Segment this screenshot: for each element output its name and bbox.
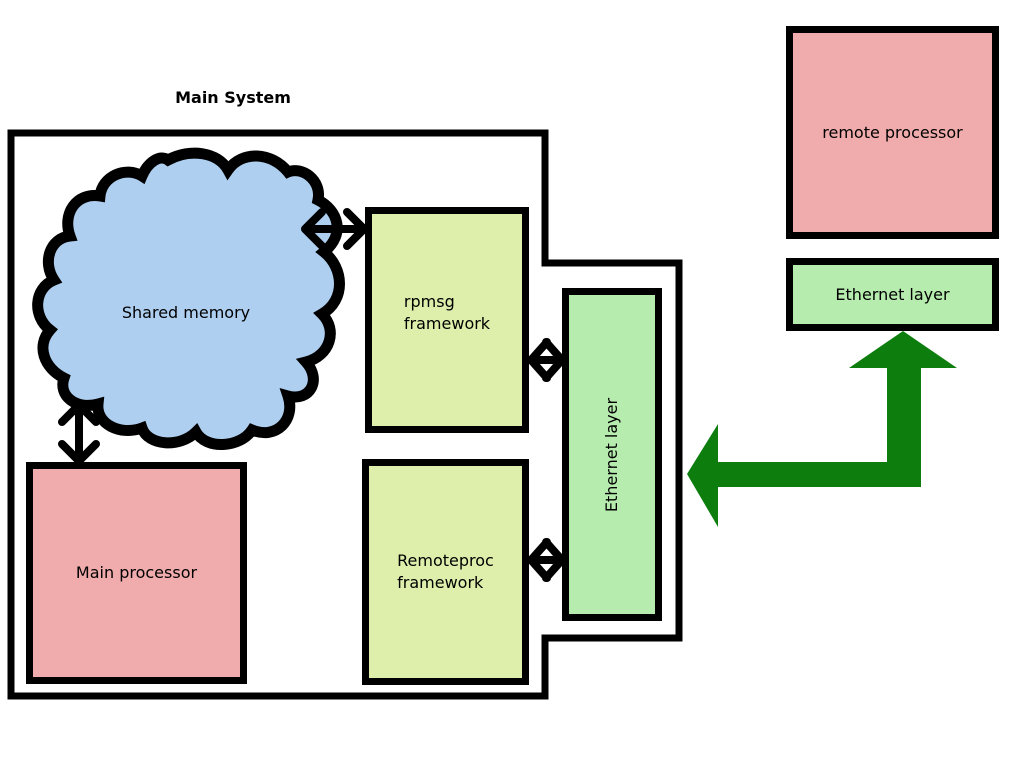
remote-processor-box: remote processor — [786, 26, 999, 239]
arrow-shared-memory-rpmsg — [301, 208, 368, 250]
arrow-shared-memory-main-processor — [58, 401, 100, 465]
remoteproc-framework-box: Remoteproc framework — [362, 459, 529, 685]
rpmsg-framework-box: rpmsg framework — [365, 207, 529, 433]
main-ethernet-layer-box: Ethernet layer — [562, 288, 662, 621]
arrow-rpmsg-ethernet — [527, 338, 566, 382]
arrow-remoteproc-ethernet — [527, 538, 566, 582]
green-elbow-arrow — [687, 331, 957, 527]
remote-ethernet-layer-label: Ethernet layer — [835, 284, 950, 304]
remote-ethernet-layer-box: Ethernet layer — [786, 258, 999, 331]
remote-processor-label: remote processor — [822, 122, 963, 142]
shared-memory-label: Shared memory — [121, 303, 251, 322]
main-processor-label: Main processor — [75, 563, 198, 582]
main-ethernet-layer-label: Ethernet layer — [602, 397, 621, 512]
main-system-title: Main System — [175, 88, 291, 107]
rpmsg-framework-label: rpmsg framework — [403, 292, 491, 333]
remoteproc-framework-label: Remoteproc framework — [397, 551, 494, 592]
shared-memory-cloud-shape — [32, 147, 345, 450]
main-processor-box: Main processor — [26, 462, 247, 684]
